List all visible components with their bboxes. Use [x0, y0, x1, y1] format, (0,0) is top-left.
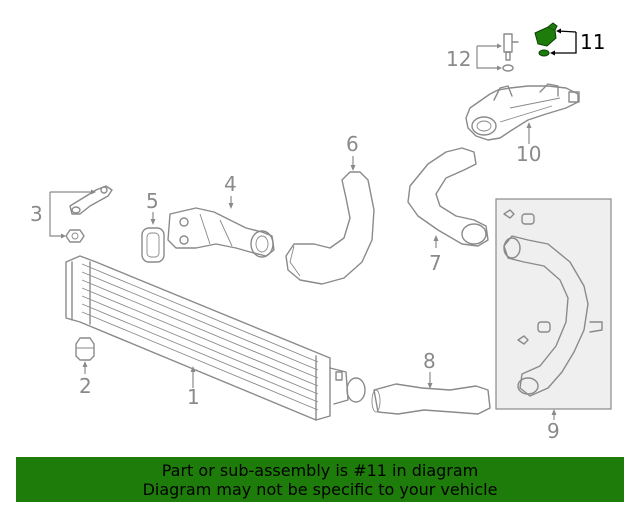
- callout-9: 9: [547, 419, 560, 443]
- callout-3: 3: [30, 202, 43, 226]
- banner-line-1: Part or sub-assembly is #11 in diagram: [161, 461, 479, 480]
- info-banner: Part or sub-assembly is #11 in diagram D…: [16, 457, 624, 502]
- callout-11: 11: [580, 30, 605, 54]
- callout-2: 2: [79, 374, 92, 398]
- part-5-gasket[interactable]: [141, 227, 165, 263]
- part-7-hose[interactable]: [407, 147, 489, 247]
- part-12-sensor[interactable]: [502, 33, 519, 72]
- part-1-intercooler[interactable]: [65, 255, 366, 421]
- callout-7: 7: [429, 251, 442, 275]
- callout-5: 5: [146, 189, 159, 213]
- part-8-hose[interactable]: [371, 383, 491, 415]
- part-9-assembly-box[interactable]: [495, 198, 612, 410]
- callout-10: 10: [516, 142, 541, 166]
- callout-8: 8: [423, 349, 436, 373]
- part-4-elbow-pipe[interactable]: [167, 207, 275, 258]
- callout-1: 1: [187, 385, 200, 409]
- callout-6: 6: [346, 132, 359, 156]
- part-3-bracket[interactable]: [65, 185, 113, 243]
- callout-4: 4: [224, 172, 237, 196]
- part-2-mount[interactable]: [75, 337, 95, 361]
- part-6-hose[interactable]: [285, 171, 375, 285]
- banner-line-2: Diagram may not be specific to your vehi…: [142, 480, 498, 499]
- parts-diagram: 1 2 3 4 5 6 7 8 9 10 11 12: [30, 22, 612, 443]
- callout-12: 12: [446, 47, 471, 71]
- part-11-highlight[interactable]: [534, 22, 558, 57]
- part-10-intake-pipe[interactable]: [465, 83, 580, 141]
